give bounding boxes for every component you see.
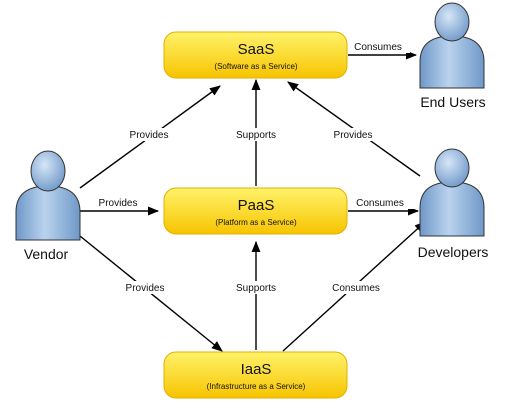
node-paas-subtitle: (Platform as a Service) [215,218,297,227]
edge-label-iaas-developers: Consumes [332,283,380,294]
edge-label-paas-developers: Consumes [356,198,404,209]
edge-label-vendor-paas: Provides [99,198,138,209]
node-saas-title: SaaS [238,41,275,58]
node-iaas-title: IaaS [241,361,272,378]
edge-label-developers-saas: Provides [334,130,373,141]
node-iaas-subtitle: (Infrastructure as a Service) [207,382,306,391]
actor-end-users-label: End Users [420,94,485,110]
node-paas-title: PaaS [238,197,275,214]
actor-vendor-label: Vendor [24,246,69,262]
node-iaas: IaaS (Infrastructure as a Service) [163,351,348,399]
node-saas-subtitle: (Software as a Service) [214,62,297,71]
actor-developers-label: Developers [418,244,489,260]
node-saas: SaaS (Software as a Service) [163,31,348,79]
edge-label-saas-end-users: Consumes [354,42,402,53]
edge-labels: Consumes Provides Supports Provides Prov… [94,40,414,294]
edge-label-paas-saas: Supports [236,130,276,141]
edge-label-vendor-saas: Provides [130,130,169,141]
edge-label-vendor-iaas: Provides [126,283,165,294]
actor-vendor: Vendor [15,150,81,262]
user-icon [419,2,485,89]
user-icon [15,150,81,241]
edge-label-iaas-paas: Supports [236,283,276,294]
user-icon [419,148,485,237]
node-paas: PaaS (Platform as a Service) [163,187,348,235]
actor-developers: Developers [418,148,489,260]
actor-end-users: End Users [419,2,486,110]
